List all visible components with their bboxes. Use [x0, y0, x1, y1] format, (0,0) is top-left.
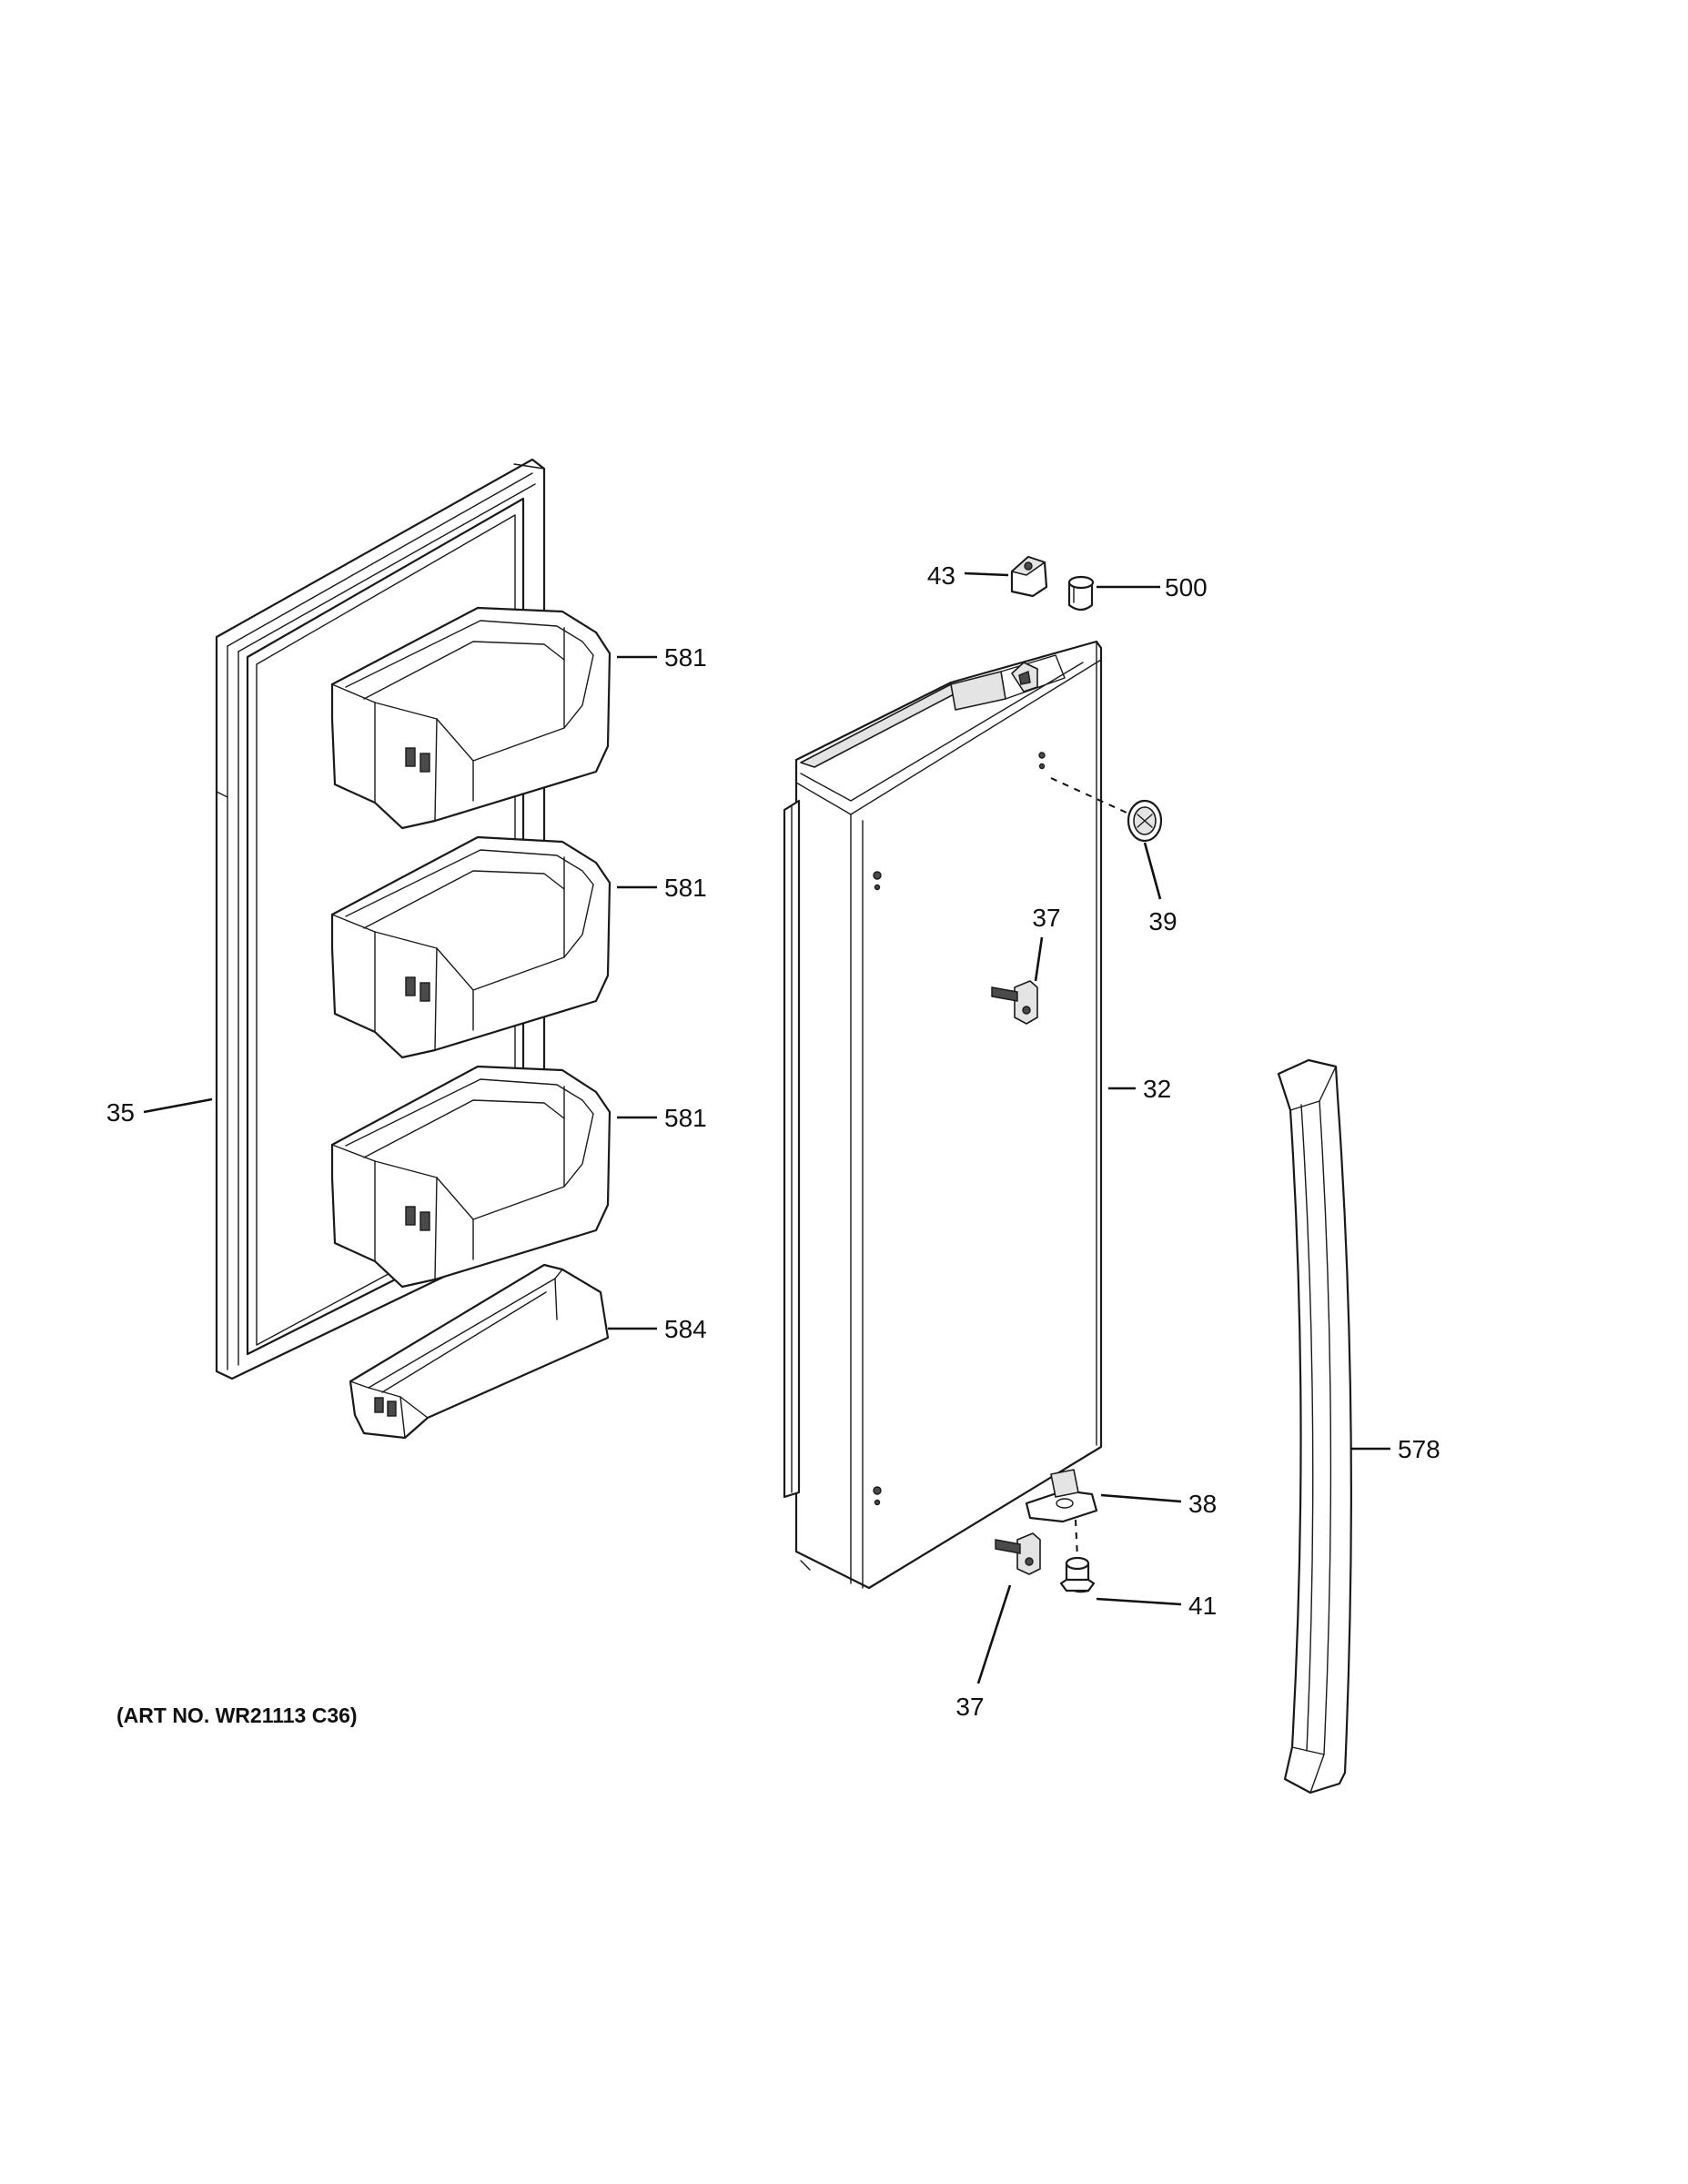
small-door-bin [349, 1263, 610, 1440]
callout-578: 578 [1398, 1435, 1440, 1463]
art-number-label: (ART NO. WR21113 C36) [116, 1704, 358, 1727]
callout-38: 38 [1188, 1490, 1217, 1518]
lower-bushing [1059, 1556, 1096, 1593]
callout-41: 41 [1188, 1592, 1217, 1620]
callout-39: 39 [1148, 907, 1177, 935]
bottom-hinge [1025, 1469, 1098, 1523]
callout-581-middle: 581 [664, 874, 707, 902]
bushing [1067, 575, 1095, 612]
door-panel [783, 640, 1103, 1590]
callout-37-upper: 37 [1032, 904, 1060, 932]
door-bin-lower [330, 1065, 612, 1289]
callout-581-top: 581 [664, 643, 707, 672]
plug-alignment-line [1050, 777, 1127, 814]
callout-500: 500 [1165, 573, 1208, 602]
hole-plug [1127, 799, 1163, 843]
callout-581-lower: 581 [664, 1104, 707, 1132]
stop-screw-upper [991, 980, 1038, 1025]
door-bin-top [330, 606, 612, 830]
door-cam [1010, 555, 1048, 598]
hinge-alignment-line [1075, 1519, 1078, 1559]
callout-35: 35 [106, 1098, 135, 1127]
door-handle [1277, 1058, 1352, 1795]
leader-lines [143, 571, 1390, 1684]
door-top-hinge [1011, 662, 1038, 693]
door-bin-middle [330, 835, 612, 1059]
callout-32: 32 [1143, 1075, 1171, 1103]
callout-37-lower: 37 [955, 1693, 984, 1721]
stop-screw-lower [995, 1532, 1041, 1575]
callout-584: 584 [664, 1315, 707, 1343]
callout-43: 43 [927, 561, 955, 590]
